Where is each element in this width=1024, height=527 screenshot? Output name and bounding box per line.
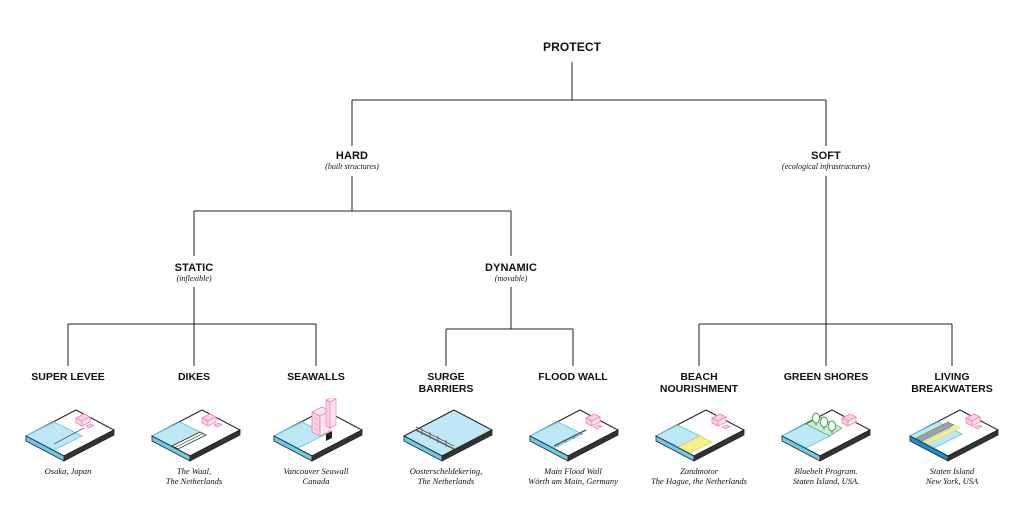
node-title: PROTECT — [542, 40, 602, 54]
beach-nourishment-illustration — [654, 409, 746, 462]
caption-line: Main Flood Wall — [544, 466, 602, 476]
leaf-title-line: BEACH — [680, 371, 718, 383]
leaf-title-line: SURGE — [427, 371, 465, 383]
caption-flood-wall: Main Flood Wall Wörth am Main, Germany — [528, 466, 618, 486]
node-protect: PROTECT — [543, 41, 601, 53]
leaf-title-line: SUPER LEVEE — [31, 371, 105, 383]
caption-line: Zandmotor — [680, 466, 718, 476]
node-subtitle: (ecological infrastructures) — [782, 162, 870, 171]
caption-line: Oosterscheldekering, — [409, 466, 483, 476]
leaf-title-line: DIKES — [177, 371, 211, 383]
leaf-title-dikes: DIKES — [178, 371, 210, 383]
caption-line: Osaka, Japan — [44, 466, 92, 476]
node-static: STATIC (inflexible) — [175, 262, 214, 284]
caption-line: The Hague, the Netherlands — [651, 476, 747, 486]
leaf-title-surge-barriers: SURGE BARRIERS — [419, 371, 474, 395]
leaf-title-flood-wall: FLOOD WALL — [538, 371, 607, 383]
leaf-title-living-breakwaters: LIVING BREAKWATERS — [911, 371, 992, 395]
caption-line: Canada — [302, 476, 330, 486]
leaf-title-line: FLOOD WALL — [538, 371, 608, 383]
leaf-title-line: BREAKWATERS — [911, 383, 993, 395]
caption-line: Staten Island — [929, 466, 975, 476]
node-title: HARD — [335, 150, 369, 162]
caption-line: The Netherlands — [417, 476, 475, 486]
leaf-title-line: NOURISHMENT — [659, 383, 739, 395]
node-subtitle: (inflexible) — [176, 274, 212, 283]
node-hard: HARD (built structures) — [325, 150, 379, 172]
caption-surge-barriers: Oosterscheldekering, The Netherlands — [410, 466, 482, 486]
surge-barriers-illustration — [402, 409, 494, 462]
leaf-title-seawalls: SEAWALLS — [287, 371, 345, 383]
caption-beach-nourishment: Zandmotor The Hague, the Netherlands — [651, 466, 747, 486]
living-breakwaters-illustration — [908, 409, 1000, 462]
node-title: STATIC — [174, 262, 214, 274]
seawalls-illustration — [272, 398, 364, 462]
node-dynamic: DYNAMIC (movable) — [485, 262, 537, 284]
dikes-illustration — [150, 409, 242, 462]
caption-line: Staten Island, USA. — [792, 476, 860, 486]
node-title: DYNAMIC — [484, 262, 538, 274]
leaf-title-super-levee: SUPER LEVEE — [31, 371, 105, 383]
caption-line: Wörth am Main, Germany — [528, 476, 618, 486]
leaf-title-green-shores: GREEN SHORES — [784, 371, 869, 383]
node-subtitle: (built structures) — [325, 162, 379, 171]
caption-line: New York, USA — [925, 476, 979, 486]
caption-line: The Waal, — [176, 466, 212, 476]
leaf-title-line: LIVING — [934, 371, 970, 383]
caption-living-breakwaters: Staten Island New York, USA — [926, 466, 978, 486]
leaf-title-beach-nourishment: BEACH NOURISHMENT — [660, 371, 738, 395]
leaf-title-line: SEAWALLS — [287, 371, 345, 383]
leaf-title-line: BARRIERS — [418, 383, 474, 395]
green-shores-illustration — [780, 409, 872, 462]
caption-line: Bluebelt Program. — [794, 466, 858, 476]
caption-line: The Netherlands — [165, 476, 223, 486]
caption-dikes: The Waal, The Netherlands — [166, 466, 222, 486]
node-title: SOFT — [811, 150, 841, 162]
super-levee-illustration — [24, 409, 116, 462]
caption-super-levee: Osaka, Japan — [45, 466, 92, 476]
caption-line: Vancouver Seawall — [283, 466, 349, 476]
node-subtitle: (movable) — [494, 274, 528, 283]
flood-wall-illustration — [528, 409, 620, 462]
caption-green-shores: Bluebelt Program. Staten Island, USA. — [793, 466, 860, 486]
node-soft: SOFT (ecological infrastructures) — [782, 150, 870, 172]
leaf-title-line: GREEN SHORES — [783, 371, 869, 383]
caption-seawalls: Vancouver Seawall Canada — [284, 466, 349, 486]
